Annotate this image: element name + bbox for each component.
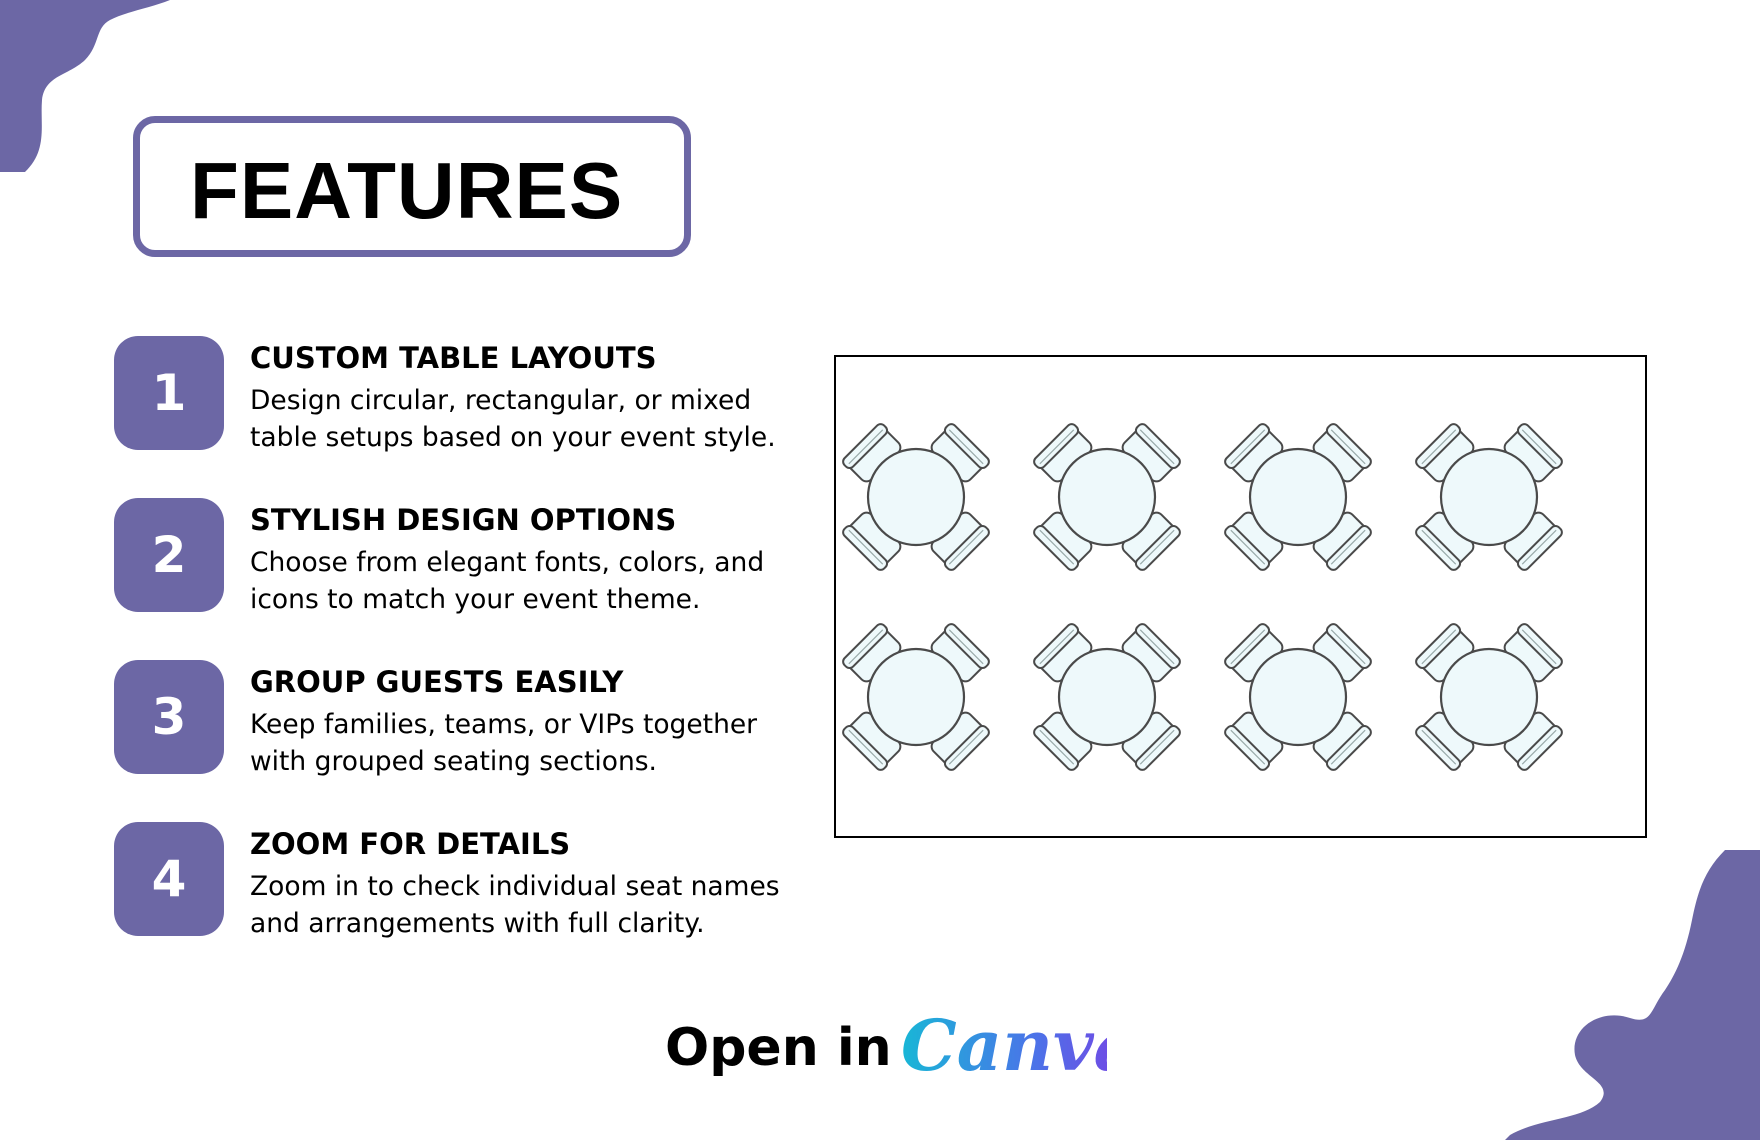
table-group bbox=[1415, 623, 1563, 771]
floorplan-drawing bbox=[842, 423, 1563, 771]
feature-item-4: 4 ZOOM FOR DETAILS Zoom in to check indi… bbox=[114, 822, 794, 942]
corner-blob-top-left bbox=[0, 0, 170, 172]
canva-logo: Canva bbox=[901, 1004, 1107, 1087]
feature-description: Choose from elegant fonts, colors, and i… bbox=[250, 547, 765, 615]
page-title: FEATURES bbox=[190, 146, 624, 235]
round-table-icon bbox=[1248, 647, 1348, 747]
feature-item-1: 1 CUSTOM TABLE LAYOUTS Design circular, … bbox=[114, 336, 794, 456]
chair-icon bbox=[1312, 711, 1372, 771]
table-group bbox=[1224, 623, 1372, 771]
chair-icon bbox=[1312, 423, 1372, 483]
chair-icon bbox=[1224, 623, 1284, 683]
chair-icon bbox=[1033, 511, 1093, 571]
feature-description: Zoom in to check individual seat names a… bbox=[250, 871, 780, 939]
round-table-icon bbox=[866, 647, 966, 747]
feature-number-badge: 1 bbox=[114, 336, 224, 450]
chair-icon bbox=[1033, 423, 1093, 483]
round-table-icon bbox=[866, 447, 966, 547]
chair-icon bbox=[1503, 711, 1563, 771]
chair-icon bbox=[930, 623, 990, 683]
seating-floorplan bbox=[834, 355, 1647, 838]
feature-number-badge: 2 bbox=[114, 498, 224, 612]
chair-icon bbox=[1415, 511, 1475, 571]
open-in-canva-link[interactable]: Open in Canva bbox=[665, 1004, 1107, 1094]
feature-item-3: 3 GROUP GUESTS EASILY Keep families, tea… bbox=[114, 660, 794, 780]
chair-icon bbox=[1415, 623, 1475, 683]
chair-icon bbox=[842, 623, 902, 683]
feature-heading: STYLISH DESIGN OPTIONS bbox=[250, 503, 677, 537]
feature-heading: CUSTOM TABLE LAYOUTS bbox=[250, 341, 657, 375]
feature-number-badge: 4 bbox=[114, 822, 224, 936]
chair-icon bbox=[930, 511, 990, 571]
table-group bbox=[1033, 623, 1181, 771]
chair-icon bbox=[1224, 511, 1284, 571]
cta-label: Open in bbox=[665, 1018, 892, 1078]
title-box: FEATURES bbox=[133, 116, 691, 257]
chair-icon bbox=[1415, 423, 1475, 483]
chair-icon bbox=[1503, 423, 1563, 483]
table-group bbox=[1415, 423, 1563, 571]
chair-icon bbox=[1121, 511, 1181, 571]
chair-icon bbox=[930, 423, 990, 483]
feature-description: Design circular, rectangular, or mixed t… bbox=[250, 385, 776, 453]
svg-text:Canva: Canva bbox=[901, 1004, 1107, 1087]
table-group bbox=[842, 423, 990, 571]
chair-icon bbox=[1415, 711, 1475, 771]
table-group bbox=[1033, 423, 1181, 571]
round-table-icon bbox=[1057, 447, 1157, 547]
round-table-icon bbox=[1248, 447, 1348, 547]
chair-icon bbox=[842, 511, 902, 571]
round-table-icon bbox=[1439, 647, 1539, 747]
chair-icon bbox=[1121, 711, 1181, 771]
table-group bbox=[1224, 423, 1372, 571]
round-table-icon bbox=[1057, 647, 1157, 747]
corner-blob-bottom-right bbox=[1505, 850, 1760, 1140]
feature-heading: GROUP GUESTS EASILY bbox=[250, 665, 624, 699]
feature-description: Keep families, teams, or VIPs together w… bbox=[250, 709, 758, 777]
chair-icon bbox=[1503, 511, 1563, 571]
chair-icon bbox=[1121, 623, 1181, 683]
feature-item-2: 2 STYLISH DESIGN OPTIONS Choose from ele… bbox=[114, 498, 794, 618]
feature-number-badge: 3 bbox=[114, 660, 224, 774]
table-group bbox=[842, 623, 990, 771]
chair-icon bbox=[1033, 711, 1093, 771]
round-table-icon bbox=[1439, 447, 1539, 547]
chair-icon bbox=[1503, 623, 1563, 683]
feature-heading: ZOOM FOR DETAILS bbox=[250, 827, 571, 861]
chair-icon bbox=[1033, 623, 1093, 683]
